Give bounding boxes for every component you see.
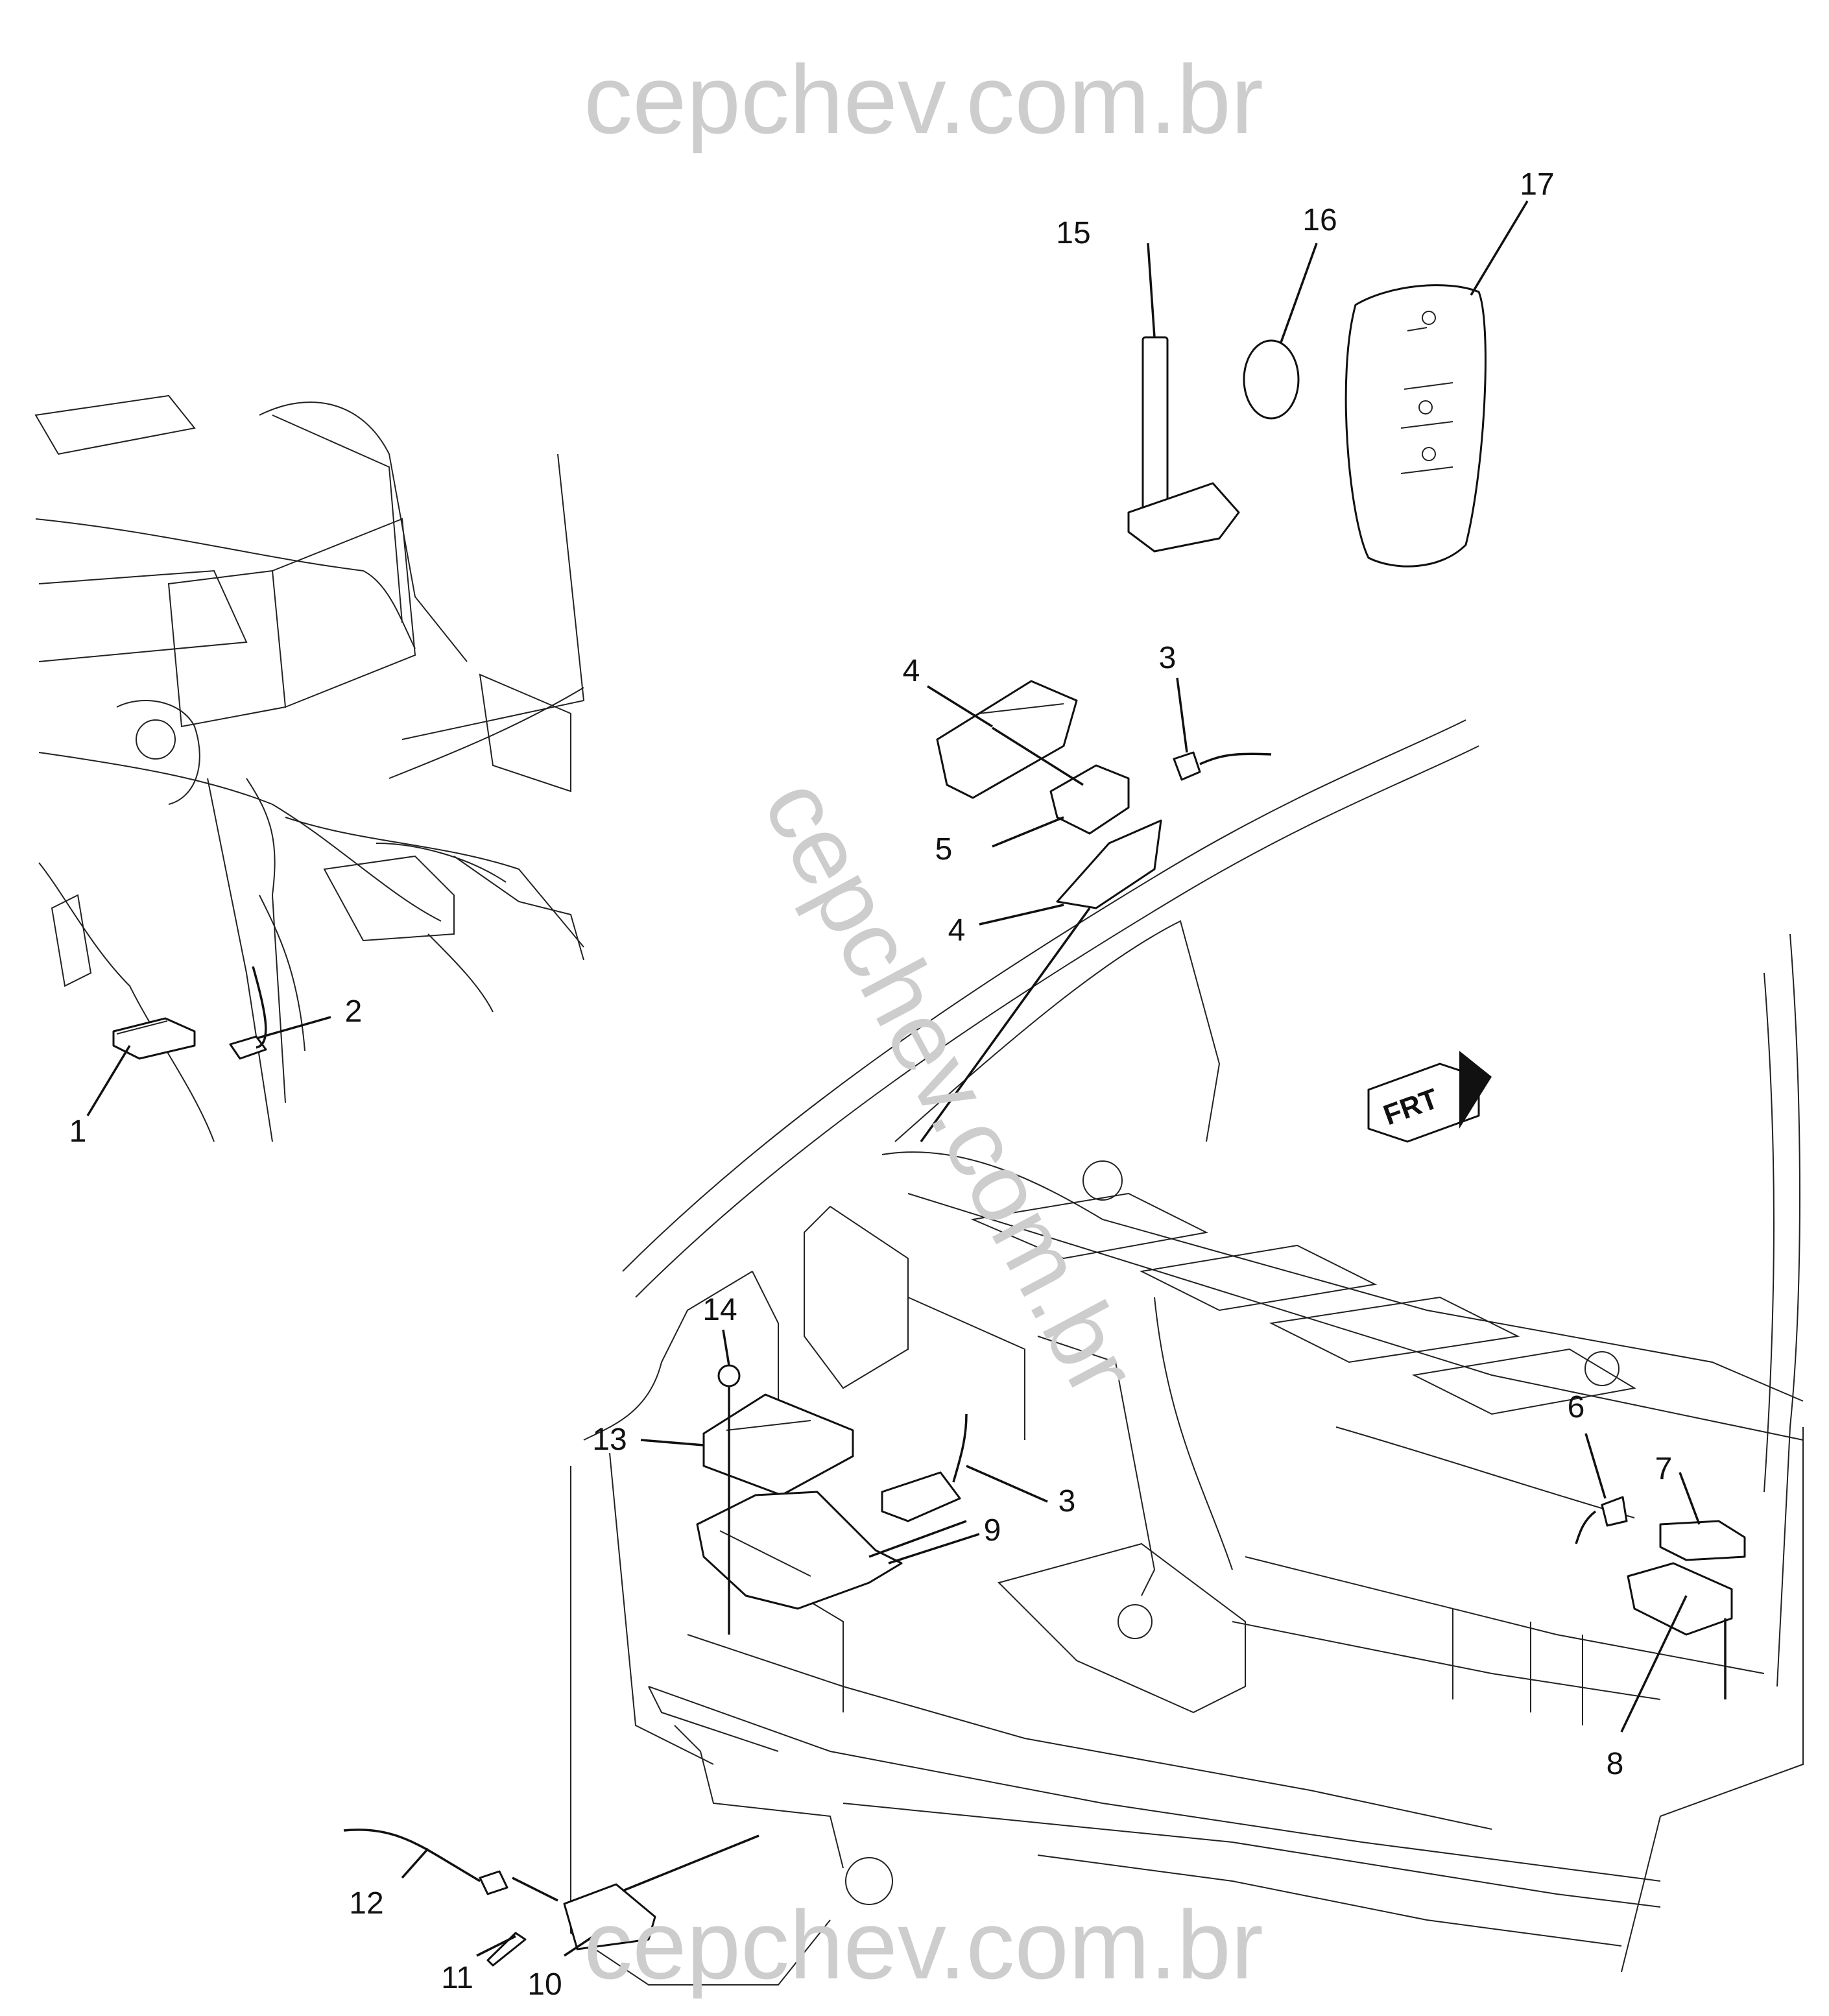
part-7-module [1659, 1520, 1746, 1561]
part-8-bracket [1627, 1562, 1733, 1636]
part-16-battery [1243, 339, 1300, 420]
dashboard-illustration [34, 394, 585, 1142]
part-4-housing-upper [936, 680, 1078, 799]
callout-14: 14 [702, 1293, 737, 1327]
callout-4-top: 4 [903, 654, 920, 688]
part-1-antenna-module [112, 1017, 196, 1060]
watermark-top: cepchev.com.br [584, 45, 1263, 154]
part-17-key-fob [1345, 284, 1487, 568]
callout-7: 7 [1655, 1452, 1673, 1486]
front-direction-indicator: FRT [1367, 1051, 1492, 1143]
callout-11: 11 [441, 1961, 473, 1995]
callout-5: 5 [935, 832, 953, 867]
callout-12: 12 [349, 1886, 383, 1921]
part-6-connector [1575, 1496, 1628, 1544]
callout-4-lower: 4 [948, 913, 966, 948]
callout-1: 1 [69, 1114, 87, 1149]
part-9-bracket [696, 1491, 903, 1610]
callout-8: 8 [1607, 1747, 1624, 1781]
part-12-cable [343, 1829, 508, 1895]
callout-9: 9 [984, 1513, 1001, 1548]
part-11-bolt [486, 1932, 527, 1967]
part-4-cover-lower [1056, 819, 1162, 909]
callout-3-mid: 3 [1058, 1484, 1076, 1518]
part-14-nut [717, 1364, 741, 1387]
part-13-control-module [702, 1393, 854, 1496]
callouts: 1 2 3 3 4 4 5 6 7 8 9 10 11 12 13 14 15 … [69, 167, 1673, 2002]
part-10-antenna-module [563, 1883, 656, 1950]
part-3-connector-top [1173, 751, 1272, 781]
callout-15: 15 [1056, 216, 1090, 250]
callout-3-top: 3 [1159, 641, 1177, 675]
callout-10: 10 [527, 1967, 562, 2002]
callout-6: 6 [1568, 1390, 1585, 1424]
watermark-bottom: cepchev.com.br [584, 1890, 1263, 1999]
part-3-connector-mid [881, 1413, 968, 1522]
callout-17: 17 [1520, 167, 1554, 202]
part-2-harness-connector [229, 966, 267, 1060]
callout-2: 2 [345, 994, 363, 1029]
callout-13: 13 [592, 1422, 627, 1457]
part-5-sensor-module [1049, 764, 1130, 835]
callout-16: 16 [1302, 203, 1337, 237]
leader-lines [86, 200, 1727, 1957]
vehicle-body-illustration [570, 719, 1804, 1986]
part-15-key-blade [1127, 336, 1240, 553]
